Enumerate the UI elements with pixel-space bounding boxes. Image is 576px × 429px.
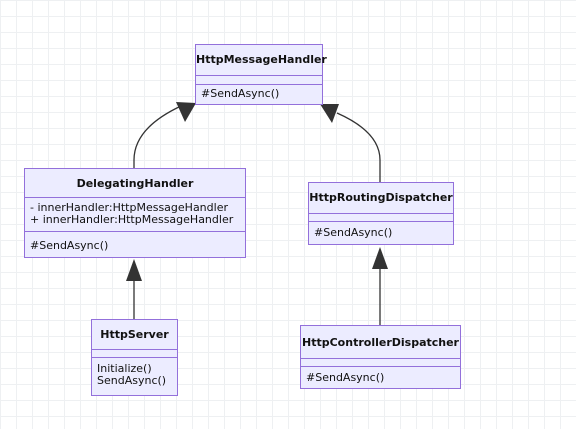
class-name: HttpMessageHandler (196, 53, 327, 66)
methods-section: #SendAsync() (309, 221, 453, 244)
edge-routing-to-httpmessagehandler (336, 112, 381, 182)
class-http-routing-dispatcher[interactable]: HttpRoutingDispatcher #SendAsync() (308, 182, 454, 245)
attributes-section (92, 349, 177, 357)
inheritance-arrowhead (176, 102, 196, 122)
method: #SendAsync() (314, 226, 393, 239)
methods-section: #SendAsync() (25, 231, 245, 257)
class-name: DelegatingHandler (76, 177, 194, 190)
class-name: HttpControllerDispatcher (302, 336, 459, 349)
class-delegating-handler[interactable]: DelegatingHandler - innerHandler:HttpMes… (24, 168, 246, 258)
methods-section: #SendAsync() (301, 366, 460, 388)
method: #SendAsync() (306, 371, 385, 384)
method: #SendAsync() (201, 87, 280, 100)
method: #SendAsync() (30, 239, 109, 252)
inheritance-arrowhead (320, 104, 339, 123)
class-name: HttpRoutingDispatcher (309, 191, 453, 204)
method: SendAsync() (97, 374, 167, 387)
inheritance-arrowhead (372, 247, 388, 269)
methods-section: #SendAsync() (196, 84, 322, 104)
attributes-section (301, 358, 460, 366)
inheritance-arrowhead (126, 259, 142, 281)
method: Initialize() (97, 362, 152, 375)
attribute: - innerHandler:HttpMessageHandler (30, 201, 228, 214)
attributes-section (309, 213, 453, 221)
attributes-section (196, 75, 322, 84)
attributes-section: - innerHandler:HttpMessageHandler + inne… (25, 197, 245, 231)
attribute: + innerHandler:HttpMessageHandler (30, 213, 234, 226)
class-http-message-handler[interactable]: HttpMessageHandler #SendAsync() (195, 44, 327, 105)
edge-delegating-to-httpmessagehandler (133, 105, 182, 168)
class-http-controller-dispatcher[interactable]: HttpControllerDispatcher #SendAsync() (300, 325, 461, 389)
class-name: HttpServer (100, 328, 169, 341)
methods-section: Initialize() SendAsync() (92, 357, 177, 395)
class-http-server[interactable]: HttpServer Initialize() SendAsync() (91, 319, 178, 396)
